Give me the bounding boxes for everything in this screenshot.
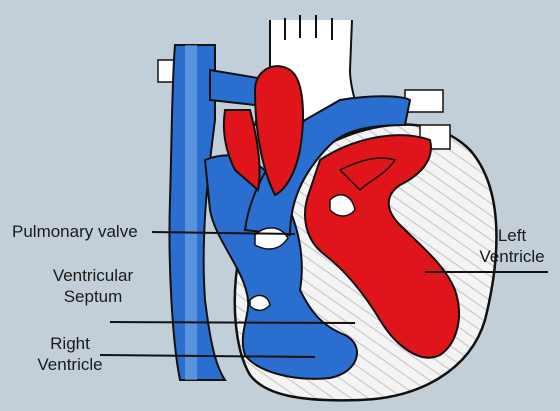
ventricular-septum-label-line2: Septum xyxy=(38,286,148,307)
tricuspid-valve-shape xyxy=(250,295,270,310)
ventricular-septum-leader xyxy=(110,322,355,323)
right-ventricle-label: Right Ventricle xyxy=(20,333,120,375)
vena-cava-highlight xyxy=(185,45,197,380)
right-ventricle-label-line1: Right xyxy=(20,333,120,354)
left-ventricle-label-line2: Ventricle xyxy=(472,246,552,267)
pulmonary-valve-label: Pulmonary valve xyxy=(12,221,138,242)
right-ventricle-label-line2: Ventricle xyxy=(20,354,120,375)
ventricular-septum-label: Ventricular Septum xyxy=(38,265,148,307)
left-ventricle-label: Left Ventricle xyxy=(472,225,552,267)
left-ventricle-label-line1: Left xyxy=(472,225,552,246)
ventricular-septum-label-line1: Ventricular xyxy=(38,265,148,286)
